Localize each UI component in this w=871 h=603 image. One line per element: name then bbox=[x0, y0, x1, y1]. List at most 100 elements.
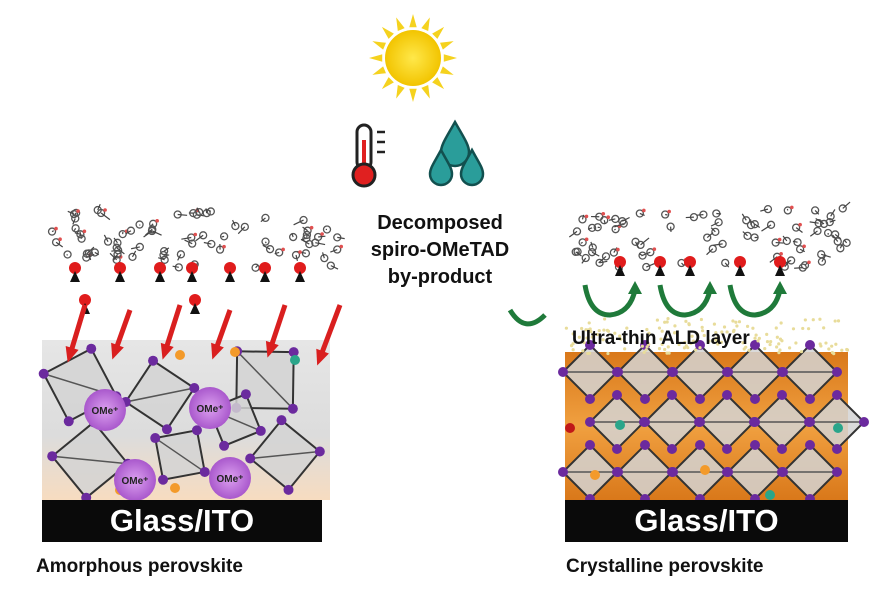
oxygen-atom bbox=[653, 247, 657, 251]
molecule-bond bbox=[75, 233, 81, 235]
sun-ray bbox=[382, 77, 394, 89]
oxygen-atom bbox=[193, 233, 197, 237]
halide-vertex bbox=[805, 394, 815, 404]
halide-vertex bbox=[778, 467, 788, 477]
ion-dot bbox=[700, 465, 710, 475]
ald-particle bbox=[775, 345, 778, 348]
sun-ray bbox=[396, 17, 404, 31]
blocking-arrows bbox=[510, 281, 787, 324]
halide-vertex bbox=[832, 444, 842, 454]
ald-particle bbox=[804, 318, 807, 321]
halide-vertex bbox=[241, 389, 251, 399]
molecule-bond bbox=[178, 215, 187, 216]
halide-vertex bbox=[585, 440, 595, 450]
sun-ray bbox=[432, 27, 444, 39]
molecule-bond bbox=[810, 222, 819, 223]
ald-particle bbox=[840, 349, 843, 352]
molecule-bond bbox=[665, 215, 667, 216]
ald-particle bbox=[684, 320, 687, 323]
ald-particle bbox=[801, 327, 804, 330]
oxygen-atom bbox=[790, 206, 794, 210]
halide-vertex bbox=[667, 390, 677, 400]
halide-vertex bbox=[612, 444, 622, 454]
halide-vertex bbox=[150, 433, 160, 443]
halide-vertex bbox=[613, 367, 623, 377]
halide-vertex bbox=[750, 440, 760, 450]
ald-particle bbox=[822, 326, 825, 329]
molecule-bond bbox=[222, 236, 224, 237]
halide-vertex bbox=[777, 390, 787, 400]
oxygen-atom bbox=[310, 226, 314, 230]
ald-particle bbox=[768, 343, 771, 346]
halide-vertex bbox=[162, 424, 172, 434]
halide-vertex bbox=[832, 367, 842, 377]
oxygen-atom bbox=[320, 232, 324, 236]
ald-particle bbox=[588, 321, 591, 324]
ald-particle bbox=[780, 321, 783, 324]
green-arrow-head bbox=[628, 281, 642, 294]
ometad-cation-label: OMe⁺ bbox=[197, 404, 224, 415]
sun-ray bbox=[440, 41, 454, 49]
ion-dot bbox=[765, 490, 775, 500]
molecule-bond bbox=[794, 268, 803, 269]
halide-vertex bbox=[695, 394, 705, 404]
molecule-bond bbox=[614, 229, 615, 230]
halide-vertex bbox=[558, 467, 568, 477]
ald-particle bbox=[834, 319, 837, 322]
molecule-bond bbox=[681, 263, 683, 265]
oxygen-atom bbox=[222, 245, 226, 249]
green-bounce-arrow bbox=[585, 285, 635, 315]
sun-ray bbox=[409, 89, 416, 102]
label-line-2: spiro-OMeTAD bbox=[340, 237, 540, 264]
halide-vertex bbox=[750, 394, 760, 404]
molecule-bond bbox=[256, 265, 258, 267]
ion-dot bbox=[230, 347, 240, 357]
oxygen-atom bbox=[83, 229, 87, 233]
halide-vertex bbox=[805, 417, 815, 427]
molecule-bond bbox=[581, 242, 583, 243]
halide-vertex bbox=[64, 416, 74, 426]
sun-ray bbox=[369, 54, 382, 61]
green-bounce-arrow bbox=[510, 310, 545, 324]
molecule-bond bbox=[173, 266, 179, 267]
decomposed-byproduct-label: Decomposed spiro-OMeTAD by-product bbox=[340, 210, 540, 291]
halide-vertex bbox=[200, 467, 210, 477]
halide-vertex bbox=[585, 417, 595, 427]
ald-particle bbox=[588, 352, 591, 355]
ald-particle bbox=[753, 337, 756, 340]
oxygen-atom bbox=[76, 209, 80, 213]
halide-vertex bbox=[832, 390, 842, 400]
molecule-bond bbox=[318, 236, 325, 237]
halide-vertex bbox=[612, 390, 622, 400]
ald-particle bbox=[777, 342, 780, 345]
molecule-bond bbox=[793, 241, 798, 242]
halide-vertex bbox=[158, 475, 168, 485]
oxygen-atom bbox=[54, 227, 58, 231]
halide-vertex bbox=[750, 417, 760, 427]
green-bounce-arrow bbox=[660, 285, 710, 315]
molecule-bond bbox=[206, 208, 207, 213]
halide-vertex bbox=[640, 440, 650, 450]
ald-particle bbox=[700, 318, 703, 321]
sun-ray bbox=[396, 85, 404, 99]
halide-vertex bbox=[640, 394, 650, 404]
ion-dot bbox=[590, 470, 600, 480]
ald-particle bbox=[763, 347, 766, 350]
oxygen-atom bbox=[642, 209, 646, 213]
ald-particle bbox=[812, 318, 815, 321]
spiro-ometad-molecules-left bbox=[49, 204, 345, 314]
oxygen-atom bbox=[103, 208, 107, 212]
molecule-bond bbox=[266, 242, 267, 244]
ald-particle bbox=[751, 327, 754, 330]
ald-particle bbox=[779, 338, 782, 341]
ald-particle bbox=[738, 320, 741, 323]
halide-vertex bbox=[832, 467, 842, 477]
halide-vertex bbox=[777, 444, 787, 454]
halide-vertex bbox=[695, 440, 705, 450]
halide-vertex bbox=[256, 426, 266, 436]
green-arrow-head bbox=[773, 281, 787, 294]
ald-particle bbox=[837, 319, 840, 322]
oxygen-atom bbox=[58, 237, 62, 241]
sun-ray bbox=[421, 85, 429, 99]
green-bounce-arrow bbox=[730, 285, 780, 315]
